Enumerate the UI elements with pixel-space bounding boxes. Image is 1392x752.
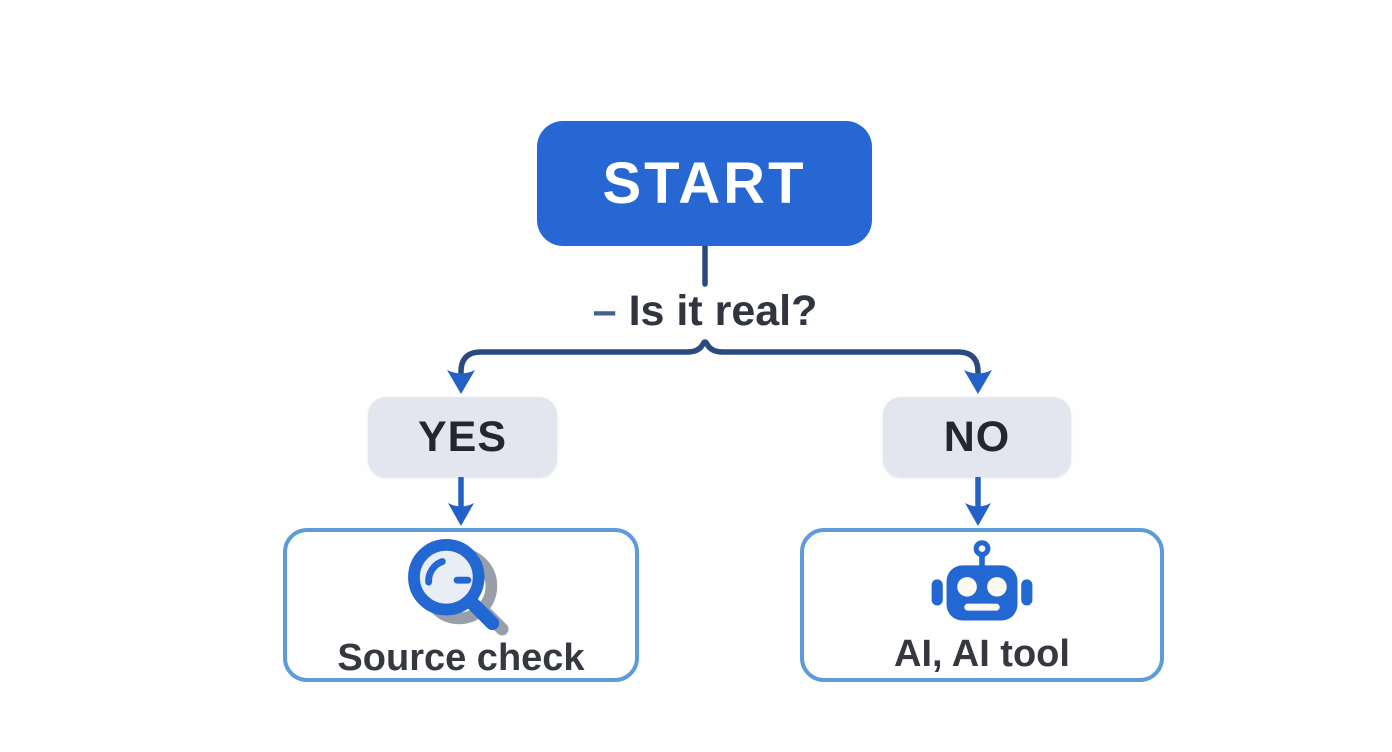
branch-line [458, 339, 981, 381]
question-label: –Is it real? [505, 287, 905, 336]
outcome-node-source-check: Source check [283, 528, 639, 682]
outcome-ai-tool-label: AI, AI tool [894, 633, 1070, 675]
robot-icon [931, 540, 1033, 621]
outcome-source-check-label: Source check [337, 637, 585, 679]
question-dash: – [592, 287, 617, 335]
arrowhead-yes [447, 370, 475, 394]
start-label: START [602, 151, 807, 216]
magnifier-icon [408, 538, 509, 636]
decision-node-no: NO [883, 397, 1071, 477]
arrowhead-no-outcome [965, 503, 991, 526]
outcome-node-ai-tool: AI, AI tool [800, 528, 1164, 682]
decision-no-label: NO [943, 412, 1011, 461]
decision-yes-label: YES [417, 412, 508, 461]
arrowhead-no [964, 370, 992, 394]
arrowhead-yes-outcome [448, 503, 474, 526]
decision-node-yes: YES [368, 397, 557, 477]
start-node: START [537, 121, 872, 246]
question-text: Is it real? [628, 287, 818, 335]
